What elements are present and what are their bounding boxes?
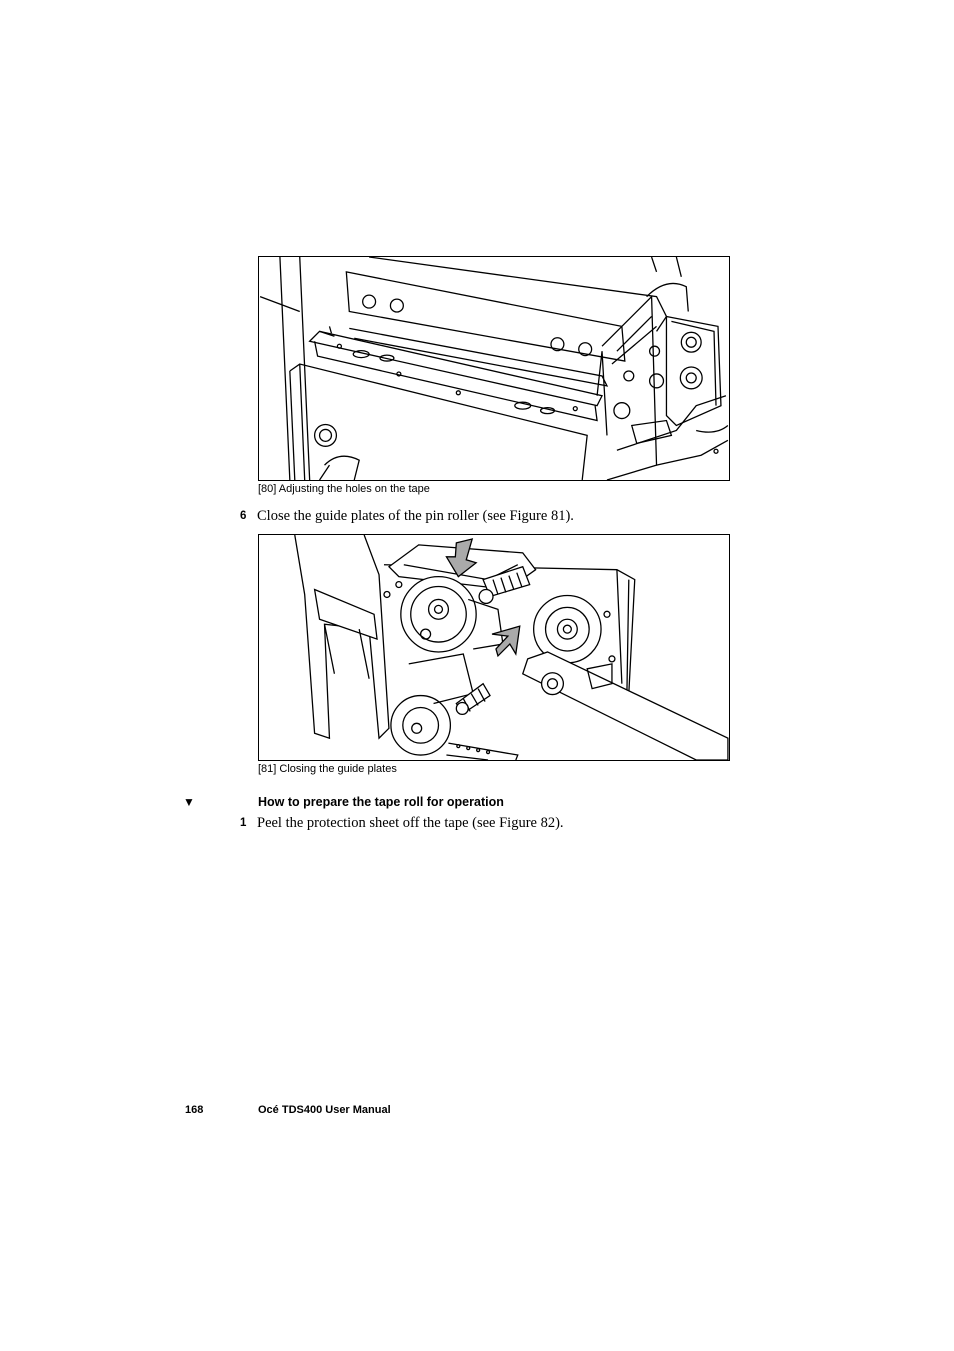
figure-81-illustration <box>258 534 730 761</box>
figure-80-illustration <box>258 256 730 481</box>
step-number: 1 <box>240 817 247 829</box>
step-number: 6 <box>240 510 247 522</box>
section-heading: How to prepare the tape roll for operati… <box>258 795 504 809</box>
step-text: Close the guide plates of the pin roller… <box>257 508 574 524</box>
down-triangle-icon: ▼ <box>183 795 195 809</box>
page-number: 168 <box>185 1104 204 1116</box>
step-text: Peel the protection sheet off the tape (… <box>257 815 564 831</box>
figure-80-caption: [80] Adjusting the holes on the tape <box>258 483 430 495</box>
manual-title: Océ TDS400 User Manual <box>258 1104 391 1116</box>
figure-81-caption: [81] Closing the guide plates <box>258 763 397 775</box>
